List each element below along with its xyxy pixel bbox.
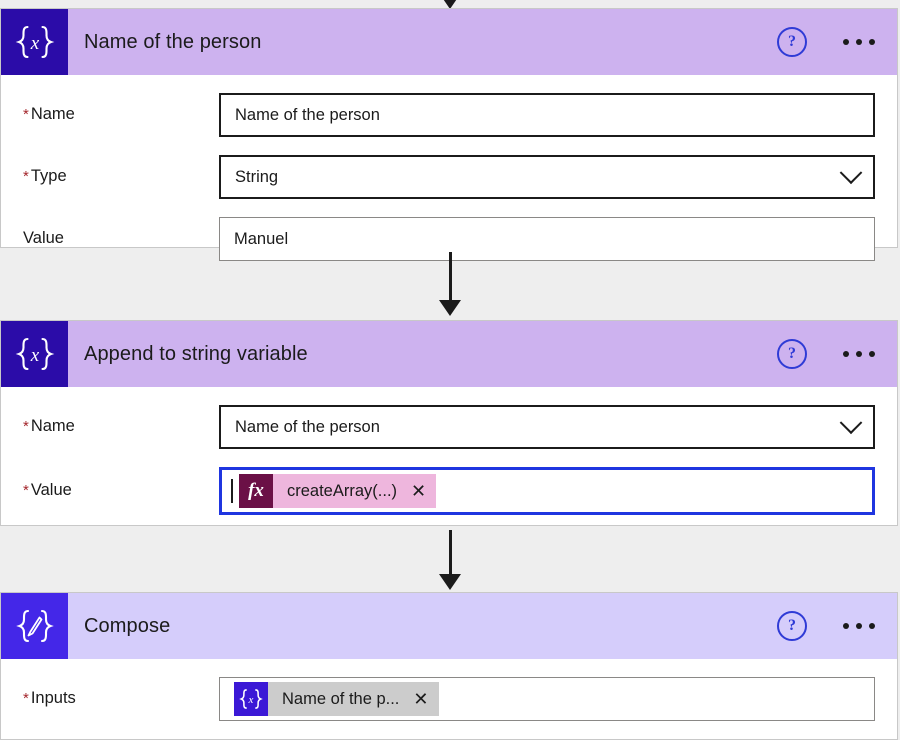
dot xyxy=(856,351,862,357)
label-text: Type xyxy=(30,167,67,185)
chevron-down-icon[interactable] xyxy=(839,161,863,185)
dot xyxy=(869,623,875,629)
svg-text:x: x xyxy=(29,33,39,54)
name-input[interactable]: Name of the person xyxy=(219,93,875,137)
action-card-compose[interactable]: Compose ? *Inputs xyxy=(0,592,898,740)
required-asterisk: * xyxy=(23,168,29,185)
field-row-value: Value Manuel xyxy=(1,199,897,261)
required-asterisk: * xyxy=(23,418,29,435)
variable-braces-x-icon: x xyxy=(1,9,68,75)
expression-token[interactable]: fx createArray(...) ✕ xyxy=(239,474,437,508)
field-label-value: Value xyxy=(1,217,219,249)
variable-token[interactable]: x Name of the p... ✕ xyxy=(234,682,439,716)
field-row-inputs: *Inputs x Name o xyxy=(1,659,897,721)
remove-token-icon[interactable]: ✕ xyxy=(413,689,429,709)
variable-braces-x-icon: x xyxy=(234,682,268,716)
field-row-value: *Value fx createArray(...) ✕ xyxy=(1,449,897,515)
compose-inputs-field[interactable]: x Name of the p... ✕ xyxy=(219,677,875,721)
arrow-head-icon xyxy=(439,300,461,316)
dot xyxy=(856,39,862,45)
token-text: Name of the p... xyxy=(282,689,400,708)
type-dropdown-value: String xyxy=(235,167,279,186)
card-body: *Name Name of the person *Value fx xyxy=(1,387,897,533)
field-row-name: *Name Name of the person xyxy=(1,387,897,449)
type-dropdown[interactable]: String xyxy=(219,155,875,199)
field-control-inputs: x Name of the p... ✕ xyxy=(219,677,897,721)
label-text: Name xyxy=(30,417,75,435)
value-input-value: Manuel xyxy=(234,229,289,248)
value-input[interactable]: Manuel xyxy=(219,217,875,261)
token-body: createArray(...) ✕ xyxy=(273,474,437,508)
append-value-input[interactable]: fx createArray(...) ✕ xyxy=(219,467,875,515)
field-label-name: *Name xyxy=(1,405,219,438)
field-row-type: *Type String xyxy=(1,137,897,199)
text-caret xyxy=(231,479,233,503)
card-header[interactable]: Compose ? xyxy=(1,593,897,659)
compose-pencil-braces-icon xyxy=(1,593,68,659)
field-label-name: *Name xyxy=(1,93,219,126)
card-title: Name of the person xyxy=(84,30,262,53)
dot xyxy=(869,351,875,357)
help-icon[interactable]: ? xyxy=(777,27,807,57)
field-label-inputs: *Inputs xyxy=(1,677,219,710)
required-asterisk: * xyxy=(23,690,29,707)
svg-text:x: x xyxy=(248,694,254,706)
connector-arrow-top xyxy=(439,0,461,9)
connector-arrow-1 xyxy=(439,252,461,316)
card-header[interactable]: x Append to string variable ? xyxy=(1,321,897,387)
arrow-stem xyxy=(448,530,452,575)
dot xyxy=(843,623,849,629)
arrow-stem xyxy=(448,252,452,301)
variable-braces-x-icon: x xyxy=(1,321,68,387)
field-label-type: *Type xyxy=(1,155,219,188)
dot xyxy=(843,39,849,45)
label-text: Inputs xyxy=(30,689,76,707)
variable-name-dropdown[interactable]: Name of the person xyxy=(219,405,875,449)
arrow-head-icon xyxy=(439,0,461,9)
remove-token-icon[interactable]: ✕ xyxy=(411,481,427,501)
required-asterisk: * xyxy=(23,482,29,499)
fx-icon: fx xyxy=(239,474,273,508)
card-body: *Name Name of the person *Type String xyxy=(1,75,897,279)
variable-name-dropdown-value: Name of the person xyxy=(235,417,380,436)
action-card-append-to-string-variable[interactable]: x Append to string variable ? *Name Name… xyxy=(0,320,898,526)
label-text: Name xyxy=(30,105,75,123)
field-control-name: Name of the person xyxy=(219,405,897,449)
token-body: Name of the p... ✕ xyxy=(268,682,439,716)
card-header[interactable]: x Name of the person ? xyxy=(1,9,897,75)
help-icon[interactable]: ? xyxy=(777,339,807,369)
connector-arrow-2 xyxy=(439,530,461,590)
card-title: Append to string variable xyxy=(84,342,308,365)
dot xyxy=(869,39,875,45)
label-text: Value xyxy=(30,481,72,499)
more-options-icon[interactable] xyxy=(843,351,875,357)
more-options-icon[interactable] xyxy=(843,623,875,629)
action-card-set-variable[interactable]: x Name of the person ? *Name Name of the… xyxy=(0,8,898,261)
dot xyxy=(856,623,862,629)
chevron-down-icon[interactable] xyxy=(839,411,863,435)
field-control-type: String xyxy=(219,155,897,199)
field-control-value: Manuel xyxy=(219,217,897,261)
field-control-value: fx createArray(...) ✕ xyxy=(219,467,897,515)
dot xyxy=(843,351,849,357)
field-control-name: Name of the person xyxy=(219,93,897,137)
field-label-value: *Value xyxy=(1,467,219,502)
svg-text:x: x xyxy=(29,345,39,366)
name-input-value: Name of the person xyxy=(235,105,380,124)
more-options-icon[interactable] xyxy=(843,39,875,45)
arrow-head-icon xyxy=(439,574,461,590)
token-text: createArray(...) xyxy=(287,481,398,500)
card-title: Compose xyxy=(84,614,171,637)
card-body: *Inputs x Name o xyxy=(1,659,897,739)
required-asterisk: * xyxy=(23,106,29,123)
help-icon[interactable]: ? xyxy=(777,611,807,641)
label-text: Value xyxy=(23,229,64,247)
field-row-name: *Name Name of the person xyxy=(1,75,897,137)
